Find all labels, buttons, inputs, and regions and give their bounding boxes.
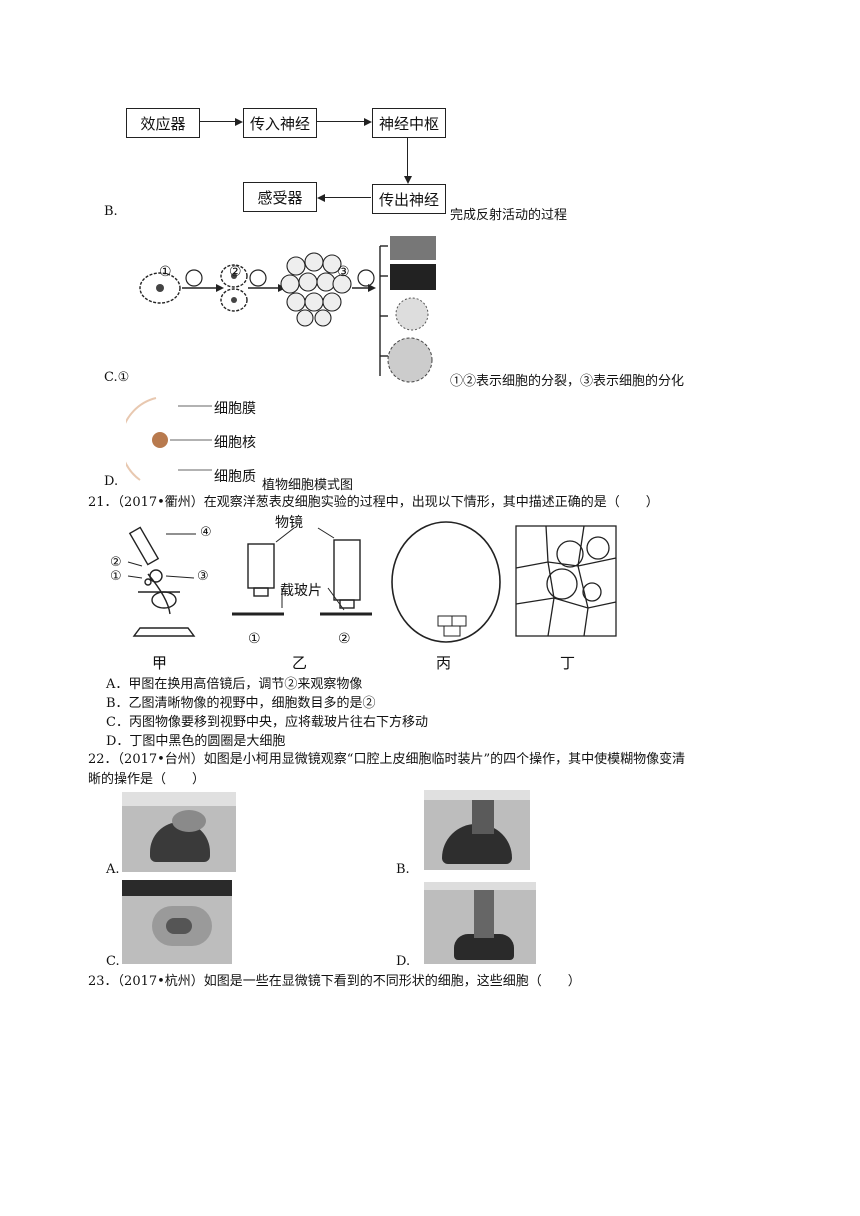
q22-photo-c	[122, 880, 232, 964]
q22-photo-b	[424, 790, 530, 870]
q22-label-b: B.	[396, 862, 410, 877]
q21-option-b: B．乙图清晰物像的视野中，细胞数目多的是②	[106, 696, 376, 711]
option-c-label: C.①	[104, 370, 130, 385]
q22-stem-line2: 晰的操作是（ ）	[88, 772, 206, 787]
objective-label: 物镜	[275, 515, 303, 531]
q22-label-c: C.	[106, 954, 120, 969]
afferent-nerve-box: 传入神经	[243, 108, 317, 138]
slide-2-label: ②	[338, 631, 351, 647]
cell-model-figure	[126, 397, 212, 481]
micro-label-3: ③	[197, 569, 209, 584]
q21-option-d: D．丁图中黑色的圆圈是大细胞	[106, 734, 286, 749]
option-d-label: D.	[104, 474, 119, 489]
micro-label-2: ②	[110, 555, 122, 570]
q22-photo-a	[122, 792, 236, 872]
micro-label-4: ④	[200, 525, 212, 540]
nerve-center-box: 神经中枢	[372, 108, 446, 138]
receptor-box: 感受器	[243, 182, 317, 212]
efferent-nerve-box: 传出神经	[372, 184, 446, 214]
cell-division-figure	[139, 236, 436, 383]
q22-stem-line1: 22．（2017•台州）如图是小柯用显微镜观察“口腔上皮细胞临时装片”的四个操作…	[88, 752, 686, 767]
q21-stem: 21．（2017•衢州）在观察洋葱表皮细胞实验的过程中，出现以下情形，其中描述正…	[88, 495, 659, 510]
step-2-label: ②	[229, 264, 242, 280]
fig-caption-bing: 丙	[436, 654, 452, 672]
fig-caption-jia: 甲	[152, 654, 168, 672]
q21-option-a: A．甲图在换用高倍镜后，调节②来观察物像	[106, 677, 363, 692]
option-c-caption: ①②表示细胞的分裂，③表示细胞的分化	[450, 374, 685, 389]
q22-label-a: A.	[106, 862, 120, 877]
fig-caption-yi: 乙	[292, 654, 308, 672]
q21-option-c: C．丙图物像要移到视野中央，应将载玻片往右下方移动	[106, 715, 428, 730]
cytoplasm-label: 细胞质	[214, 469, 256, 485]
option-d-caption: 植物细胞模式图	[262, 478, 354, 493]
nucleus-label: 细胞核	[214, 435, 256, 451]
membrane-label: 细胞膜	[214, 401, 256, 417]
option-b-label: B.	[104, 204, 118, 219]
q22-label-d: D.	[396, 954, 411, 969]
q22-photo-d	[424, 882, 536, 964]
micro-label-1: ①	[110, 569, 122, 584]
effector-box: 效应器	[126, 108, 200, 138]
q23-stem: 23．（2017•杭州）如图是一些在显微镜下看到的不同形状的细胞，这些细胞（ ）	[88, 974, 581, 989]
q21-figures	[127, 521, 617, 643]
fig-caption-ding: 丁	[560, 654, 576, 672]
slide-label: 载玻片	[280, 583, 322, 599]
step-3-label: ③	[337, 264, 350, 280]
slide-1-label: ①	[248, 631, 261, 647]
step-1-label: ①	[159, 264, 172, 280]
option-b-caption: 完成反射活动的过程	[450, 208, 568, 223]
